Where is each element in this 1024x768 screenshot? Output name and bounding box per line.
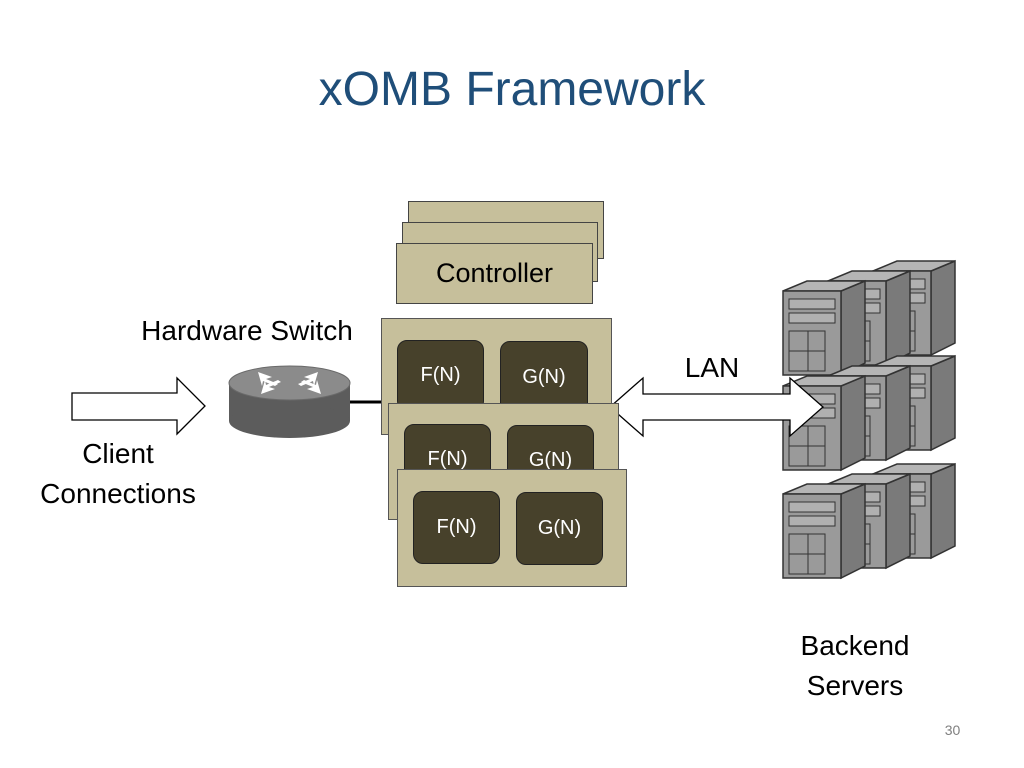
router-icon	[228, 365, 351, 438]
node-box: F(N) G(N)	[397, 469, 627, 587]
slide-title: xOMB Framework	[318, 63, 706, 116]
controller-label: Controller	[435, 258, 554, 288]
function-f: F(N)	[413, 491, 500, 564]
function-f: F(N)	[397, 340, 484, 411]
function-g: G(N)	[516, 492, 603, 565]
client-arrow	[71, 376, 206, 436]
lan-label: LAN	[684, 352, 740, 383]
lan-arrow	[609, 376, 824, 438]
server-icon	[782, 279, 866, 377]
backend-servers-label: Backend Servers	[800, 630, 910, 701]
hardware-switch-label: Hardware Switch	[141, 315, 353, 346]
backend-server-cluster	[782, 259, 956, 580]
page-number: 30	[944, 722, 961, 738]
server-icon	[782, 482, 866, 580]
client-connections-label: Client Connections	[40, 438, 196, 509]
controller-box: Controller	[396, 243, 593, 304]
